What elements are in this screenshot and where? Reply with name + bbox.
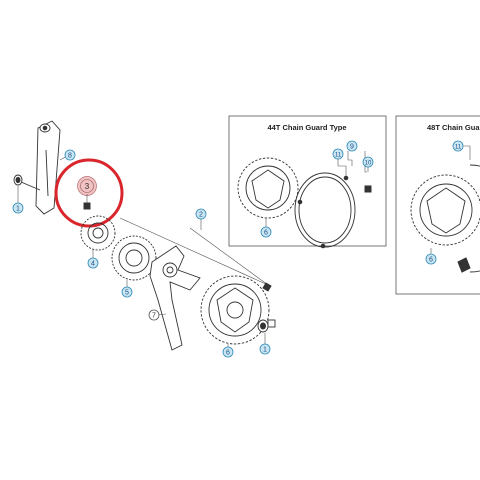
callout-8-label: 8: [68, 153, 72, 160]
callout-6-48t: 6: [425, 253, 437, 265]
callout-2: 2: [195, 208, 207, 220]
callout-10: 10: [362, 156, 374, 168]
callout-5: 5: [121, 286, 133, 298]
callout-11-44t: 11: [332, 148, 344, 160]
callout-9: 9: [346, 140, 358, 152]
chainring-48t: [410, 174, 480, 246]
callout-11-48t-label: 11: [455, 145, 462, 151]
left-crank-arm: [35, 120, 61, 215]
callout-1-left-label: 1: [16, 206, 20, 213]
chainring-bolt-right: [257, 319, 276, 333]
highlighted-part-3: [54, 158, 124, 228]
crank-bolt-left: [13, 174, 41, 191]
panel-48t-chain-guard: 48T Chain Gua: [395, 115, 480, 295]
callout-11-44t-label: 11: [335, 153, 342, 159]
callout-3-label: 3: [85, 182, 90, 191]
panel-44t-chain-guard: 44T Chain Guard Type: [228, 115, 387, 247]
callout-2-label: 2: [199, 212, 203, 219]
callout-7-label: 7: [152, 313, 156, 320]
chain-guard-44t: [294, 172, 372, 249]
callout-6-main: 6: [222, 346, 234, 358]
panel-44t-title: 44T Chain Guard Type: [267, 123, 346, 132]
callout-10-label: 10: [365, 161, 372, 167]
chainring-44t: [237, 157, 299, 219]
callout-7: 7: [148, 309, 160, 321]
callout-1-right-label: 1: [263, 347, 267, 354]
callout-1-left: 1: [12, 202, 24, 214]
panel-48t-title: 48T Chain Gua: [427, 123, 480, 132]
callout-11-48t: 11: [452, 140, 464, 152]
chain-guard-48t: [457, 164, 480, 273]
callout-3: 3: [85, 182, 90, 191]
callout-8: 8: [64, 149, 76, 161]
callout-6-44t-label: 6: [264, 230, 268, 237]
large-chainring: [200, 275, 270, 345]
spindle-axis-lines: [119, 217, 272, 292]
callout-6-44t: 6: [260, 226, 272, 238]
callout-1-right: 1: [259, 343, 271, 355]
callout-6-main-label: 6: [226, 350, 230, 357]
callout-6-48t-label: 6: [429, 257, 433, 264]
middle-chainring: [111, 235, 157, 281]
small-chainring: [80, 215, 116, 251]
callout-4: 4: [87, 257, 99, 269]
callout-5-label: 5: [125, 290, 129, 297]
callout-9-label: 9: [350, 144, 354, 151]
right-crank-spider: [149, 245, 201, 351]
callout-4-label: 4: [91, 261, 95, 268]
